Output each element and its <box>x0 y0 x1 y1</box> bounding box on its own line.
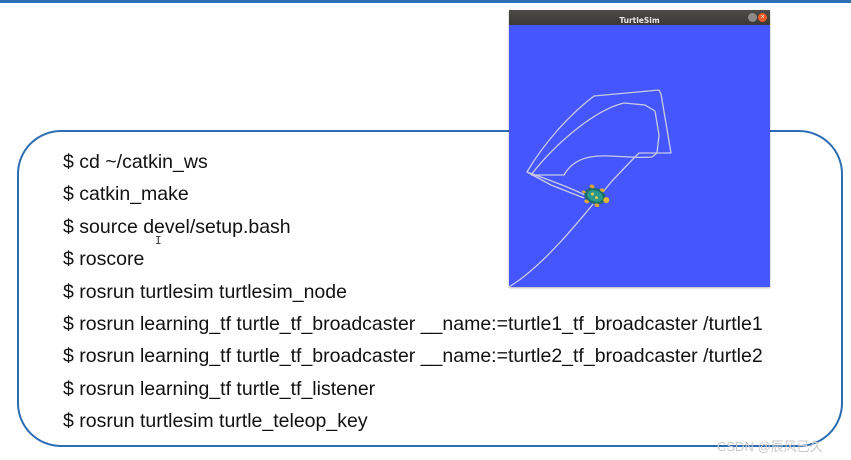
minimize-icon[interactable] <box>748 13 757 22</box>
watermark: CSDN @辰风已久 <box>717 439 823 454</box>
turtle-trail <box>508 89 672 288</box>
command-line: $ rosrun learning_tf turtle_tf_broadcast… <box>63 312 763 335</box>
close-icon[interactable]: × <box>758 13 767 22</box>
command-line: $ catkin_make <box>63 183 189 206</box>
command-line: $ cd ~/catkin_ws <box>63 151 208 173</box>
command-line: $ rosrun turtlesim turtlesim_node <box>63 280 347 303</box>
turtle-icon <box>581 184 610 208</box>
command-line: $ rosrun learning_tf turtle_tf_listener <box>63 377 376 400</box>
command-line: $ source devel/setup.bash <box>63 215 291 238</box>
command-line: $ rosrun turtlesim turtle_teleop_key <box>63 410 368 433</box>
turtlesim-window[interactable]: TurtleSim × <box>508 10 770 288</box>
turtlesim-canvas <box>508 25 770 288</box>
command-line: $ roscore <box>63 248 145 271</box>
window-title: TurtleSim <box>619 16 660 25</box>
command-list: $ cd ~/catkin_ws $ catkin_make $ source … <box>63 146 763 438</box>
command-line: $ rosrun learning_tf turtle_tf_broadcast… <box>63 345 763 368</box>
title-bar[interactable]: TurtleSim × <box>509 10 770 25</box>
text-cursor-icon: I <box>155 234 162 247</box>
top-accent-line <box>0 0 851 3</box>
